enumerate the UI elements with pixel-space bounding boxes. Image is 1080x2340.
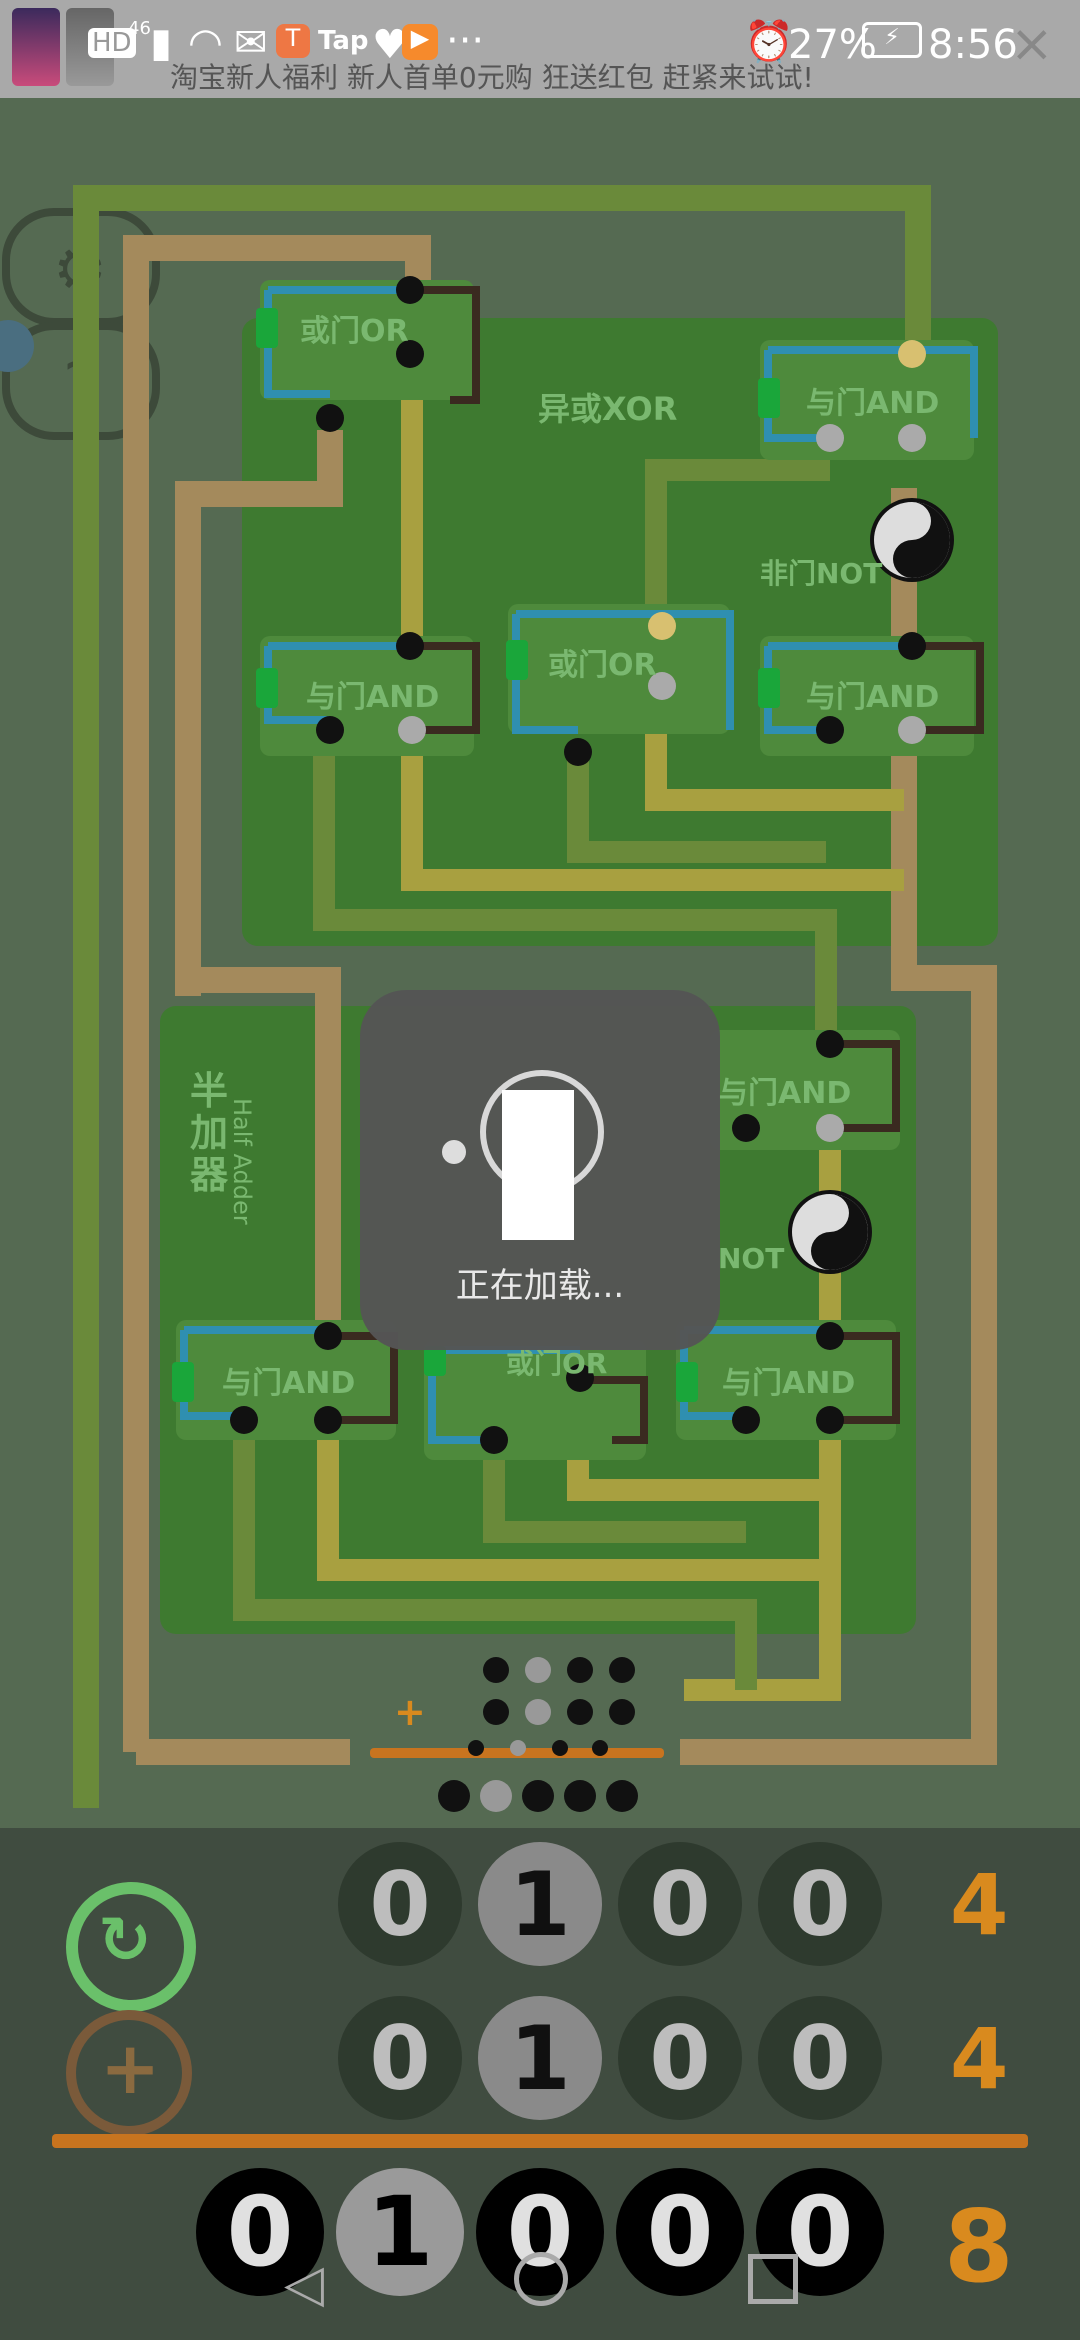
result-decimal: 8 (944, 2188, 1014, 2305)
loading-preview-image (502, 1090, 574, 1240)
signal-icon: ▮ (150, 20, 173, 66)
gate-and-bottom-right (676, 1320, 900, 1440)
reset-button[interactable]: ↻ (66, 1882, 196, 2012)
label-and-middle-right: 与门AND (806, 680, 940, 715)
loading-text: 正在加载... (455, 1266, 625, 1306)
label-or-middle: 或门OR (548, 648, 657, 683)
board-binary-display (370, 1657, 664, 1812)
hd-badge: HD (88, 28, 136, 58)
wire-green-2 (567, 754, 826, 863)
network-type: 46 (128, 18, 151, 39)
game-board: ⚙ ? (0, 98, 1080, 1828)
label-and-bottom-upper: 与门AND (718, 1076, 852, 1111)
row2-decimal: 4 (950, 2010, 1009, 2108)
ad-strip[interactable]: 淘宝新人福利 新人首单0元购 狂送红包 赶紧来试试! (0, 56, 1080, 98)
result-bit-4: 0 (616, 2168, 744, 2296)
gate-and-middle-right (758, 632, 984, 756)
row1-decimal: 4 (950, 1856, 1009, 1954)
add-button[interactable]: + (66, 2010, 192, 2136)
label-not-top: 非门NOT (760, 557, 883, 590)
alarm-icon: ⏰ (744, 19, 794, 65)
system-nav-bar: ◁ (0, 2230, 1080, 2340)
loading-dot (442, 1140, 466, 1164)
refresh-icon: ↻ (98, 1904, 152, 1978)
app-icon-t: T (276, 24, 310, 58)
row1-bit-1[interactable]: 0 (338, 1842, 462, 1966)
clock: 8:56 (928, 22, 1018, 68)
wire-green-3 (645, 459, 830, 640)
side-bubble-icon[interactable] (0, 320, 34, 372)
result-bit-1: 0 (196, 2168, 324, 2296)
wire-green-4 (233, 1420, 757, 1690)
recents-icon[interactable] (748, 2254, 798, 2304)
gate-and-bottom-upper (710, 1030, 900, 1150)
wire-green-5 (483, 1440, 746, 1543)
wire-right-tan (680, 488, 997, 1765)
gate-and-top-right (758, 340, 978, 460)
status-bar: HD 46 ▮ ◠ ✉ T Tap ♥ ▶ ··· ⏰ 27% ⚡ 8:56 ×… (0, 0, 1080, 98)
back-icon[interactable]: ◁ (284, 2254, 324, 2314)
gate-and-left (256, 632, 480, 756)
label-xor: 异或XOR (538, 390, 678, 428)
battery-icon: ⚡ (862, 22, 922, 58)
wire-outer-tan (123, 235, 431, 1752)
label-half-adder-en: Half Adder (228, 1098, 256, 1225)
gate-or-bottom (424, 1340, 648, 1460)
label-and-bottom-left: 与门AND (222, 1366, 356, 1401)
gate-or-middle (506, 604, 734, 766)
loading-dialog: 正在加载... (360, 990, 720, 1350)
video-app-icon: ▶ (402, 24, 438, 60)
wire-green-1 (313, 730, 837, 1040)
gate-and-bottom-left (172, 1320, 398, 1440)
row2-bit-3[interactable]: 0 (618, 1996, 742, 2120)
label-and-left: 与门AND (306, 680, 440, 715)
wifi-icon: ◠ (188, 20, 223, 66)
home-icon[interactable] (514, 2252, 568, 2306)
row1-bit-2[interactable]: 1 (478, 1842, 602, 1966)
board-plus-sign: + (394, 1690, 426, 1734)
label-or-top: 或门OR (300, 314, 409, 349)
more-notifications: ··· (446, 18, 485, 64)
row2-bit-1[interactable]: 0 (338, 1996, 462, 2120)
label-and-bottom-right: 与门AND (722, 1366, 856, 1401)
ad-text: 淘宝新人福利 新人首单0元购 狂送红包 赶紧来试试! (170, 61, 814, 94)
circuit-svg: ⚙ ? (0, 185, 998, 1812)
row2-bit-4[interactable]: 0 (758, 1996, 882, 2120)
label-and-top-right: 与门AND (806, 386, 940, 421)
sum-separator (52, 2134, 1028, 2148)
result-bit-5: 0 (756, 2168, 884, 2296)
wechat-icon: ✉ (234, 20, 268, 66)
row2-bit-2[interactable]: 1 (478, 1996, 602, 2120)
wire-inner-tan-2 (188, 967, 341, 1336)
wire-yellow-1 (401, 290, 904, 891)
plus-icon: + (100, 2026, 161, 2110)
wire-outer-green (73, 185, 931, 1808)
label-half-adder: 半加器 (190, 1069, 229, 1197)
row1-bit-3[interactable]: 0 (618, 1842, 742, 1966)
result-bit-2: 1 (336, 2168, 464, 2296)
tap-icon: Tap (318, 26, 369, 56)
close-icon[interactable]: × (1010, 14, 1054, 74)
wire-inner-tan (175, 430, 343, 996)
label-or-bottom: 或门OR (506, 1347, 608, 1380)
heart-app-icon: ♥ (372, 22, 408, 68)
wire-yellow-4 (317, 1420, 830, 1581)
row1-bit-4[interactable]: 0 (758, 1842, 882, 1966)
notification-thumbnail (12, 8, 60, 86)
gate-or-top-left (256, 276, 480, 432)
label-not-bottom: NOT (718, 1242, 785, 1275)
